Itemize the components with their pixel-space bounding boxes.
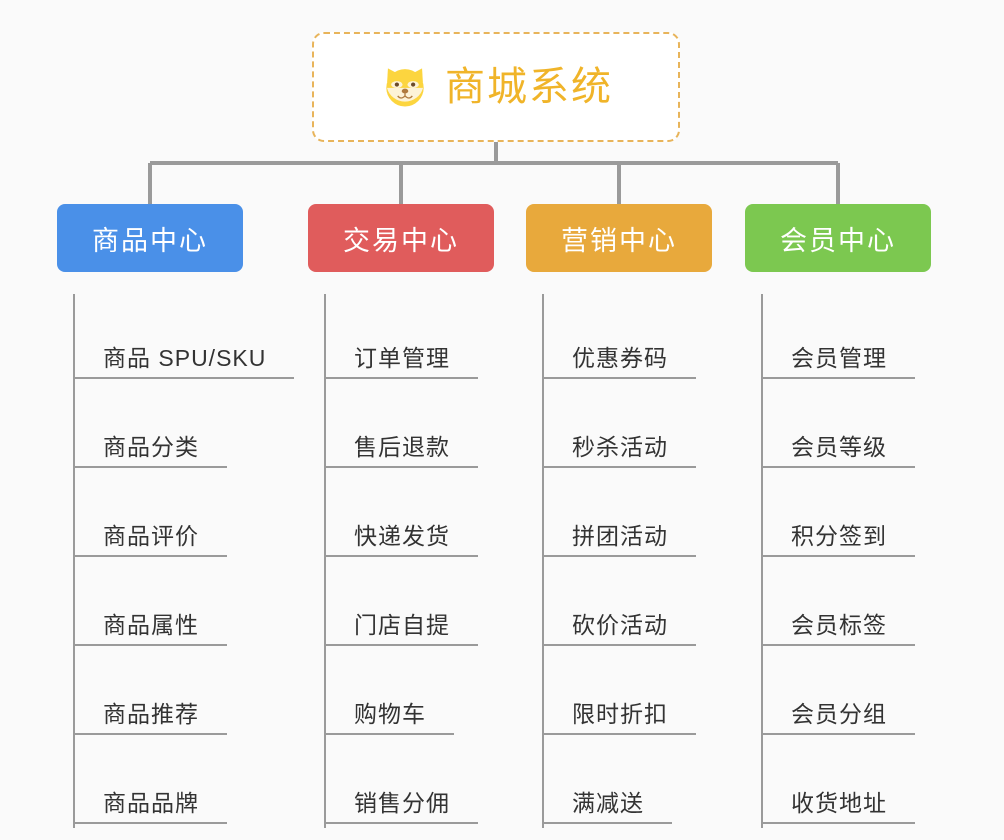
leaf-list-0: 商品 SPU/SKU 商品分类 商品评价 商品属性 商品推荐 商品品牌	[73, 294, 357, 828]
leaf-label: 商品品牌	[103, 790, 227, 824]
list-item[interactable]: 销售分佣	[324, 739, 598, 828]
leaf-label: 商品评价	[103, 523, 227, 557]
leaf-label: 售后退款	[354, 434, 478, 468]
category-header-3[interactable]: 会员中心	[745, 204, 931, 272]
list-item[interactable]: 快递发货	[324, 472, 598, 561]
leaf-label: 积分签到	[791, 523, 915, 557]
leaf-label: 拼团活动	[572, 523, 696, 557]
list-item[interactable]: 会员等级	[761, 383, 1000, 472]
list-item[interactable]: 限时折扣	[542, 650, 816, 739]
leaf-label: 商品属性	[103, 612, 227, 646]
leaf-label: 限时折扣	[572, 701, 696, 735]
leaf-label: 商品推荐	[103, 701, 227, 735]
list-item[interactable]: 购物车	[324, 650, 598, 739]
list-item[interactable]: 秒杀活动	[542, 383, 816, 472]
leaf-label: 砍价活动	[572, 612, 696, 646]
leaf-label: 销售分佣	[354, 790, 478, 824]
list-item[interactable]: 积分签到	[761, 472, 1000, 561]
list-item[interactable]: 会员管理	[761, 294, 1000, 383]
list-item[interactable]: 商品属性	[73, 561, 357, 650]
list-item[interactable]: 商品分类	[73, 383, 357, 472]
list-item[interactable]: 会员分组	[761, 650, 1000, 739]
list-item[interactable]: 会员标签	[761, 561, 1000, 650]
list-item[interactable]: 订单管理	[324, 294, 598, 383]
list-item[interactable]: 售后退款	[324, 383, 598, 472]
leaf-label: 秒杀活动	[572, 434, 696, 468]
leaf-list-1: 订单管理 售后退款 快递发货 门店自提 购物车 销售分佣	[324, 294, 598, 828]
leaf-label: 会员管理	[791, 345, 915, 379]
leaf-label: 会员分组	[791, 701, 915, 735]
category-column-3: 会员中心 会员管理 会员等级 积分签到 会员标签 会员分组 收货地址	[745, 204, 1000, 828]
leaf-label: 商品 SPU/SKU	[103, 345, 295, 379]
list-item[interactable]: 门店自提	[324, 561, 598, 650]
category-column-0: 商品中心 商品 SPU/SKU 商品分类 商品评价 商品属性 商品推荐 商品品牌	[57, 204, 357, 828]
leaf-label: 门店自提	[354, 612, 478, 646]
list-item[interactable]: 满减送	[542, 739, 816, 828]
shiba-dog-face-icon	[379, 61, 431, 113]
category-header-2[interactable]: 营销中心	[526, 204, 712, 272]
category-column-1: 交易中心 订单管理 售后退款 快递发货 门店自提 购物车 销售分佣	[308, 204, 598, 828]
leaf-label: 订单管理	[354, 345, 478, 379]
category-header-0[interactable]: 商品中心	[57, 204, 243, 272]
root-node[interactable]: 商城系统	[312, 32, 680, 142]
leaf-list-2: 优惠券码 秒杀活动 拼团活动 砍价活动 限时折扣 满减送	[542, 294, 816, 828]
leaf-label: 收货地址	[791, 790, 915, 824]
list-item[interactable]: 商品 SPU/SKU	[73, 294, 357, 383]
leaf-label: 会员标签	[791, 612, 915, 646]
root-title: 商城系统	[445, 65, 613, 109]
category-header-1[interactable]: 交易中心	[308, 204, 494, 272]
list-item[interactable]: 商品推荐	[73, 650, 357, 739]
list-item[interactable]: 商品品牌	[73, 739, 357, 828]
category-column-2: 营销中心 优惠券码 秒杀活动 拼团活动 砍价活动 限时折扣 满减送	[526, 204, 816, 828]
leaf-label: 购物车	[354, 701, 454, 735]
leaf-label: 满减送	[572, 790, 672, 824]
leaf-label: 会员等级	[791, 434, 915, 468]
list-item[interactable]: 优惠券码	[542, 294, 816, 383]
leaf-label: 快递发货	[354, 523, 478, 557]
leaf-list-3: 会员管理 会员等级 积分签到 会员标签 会员分组 收货地址	[761, 294, 1000, 828]
list-item[interactable]: 收货地址	[761, 739, 1000, 828]
leaf-label: 优惠券码	[572, 345, 696, 379]
leaf-label: 商品分类	[103, 434, 227, 468]
list-item[interactable]: 拼团活动	[542, 472, 816, 561]
list-item[interactable]: 商品评价	[73, 472, 357, 561]
list-item[interactable]: 砍价活动	[542, 561, 816, 650]
